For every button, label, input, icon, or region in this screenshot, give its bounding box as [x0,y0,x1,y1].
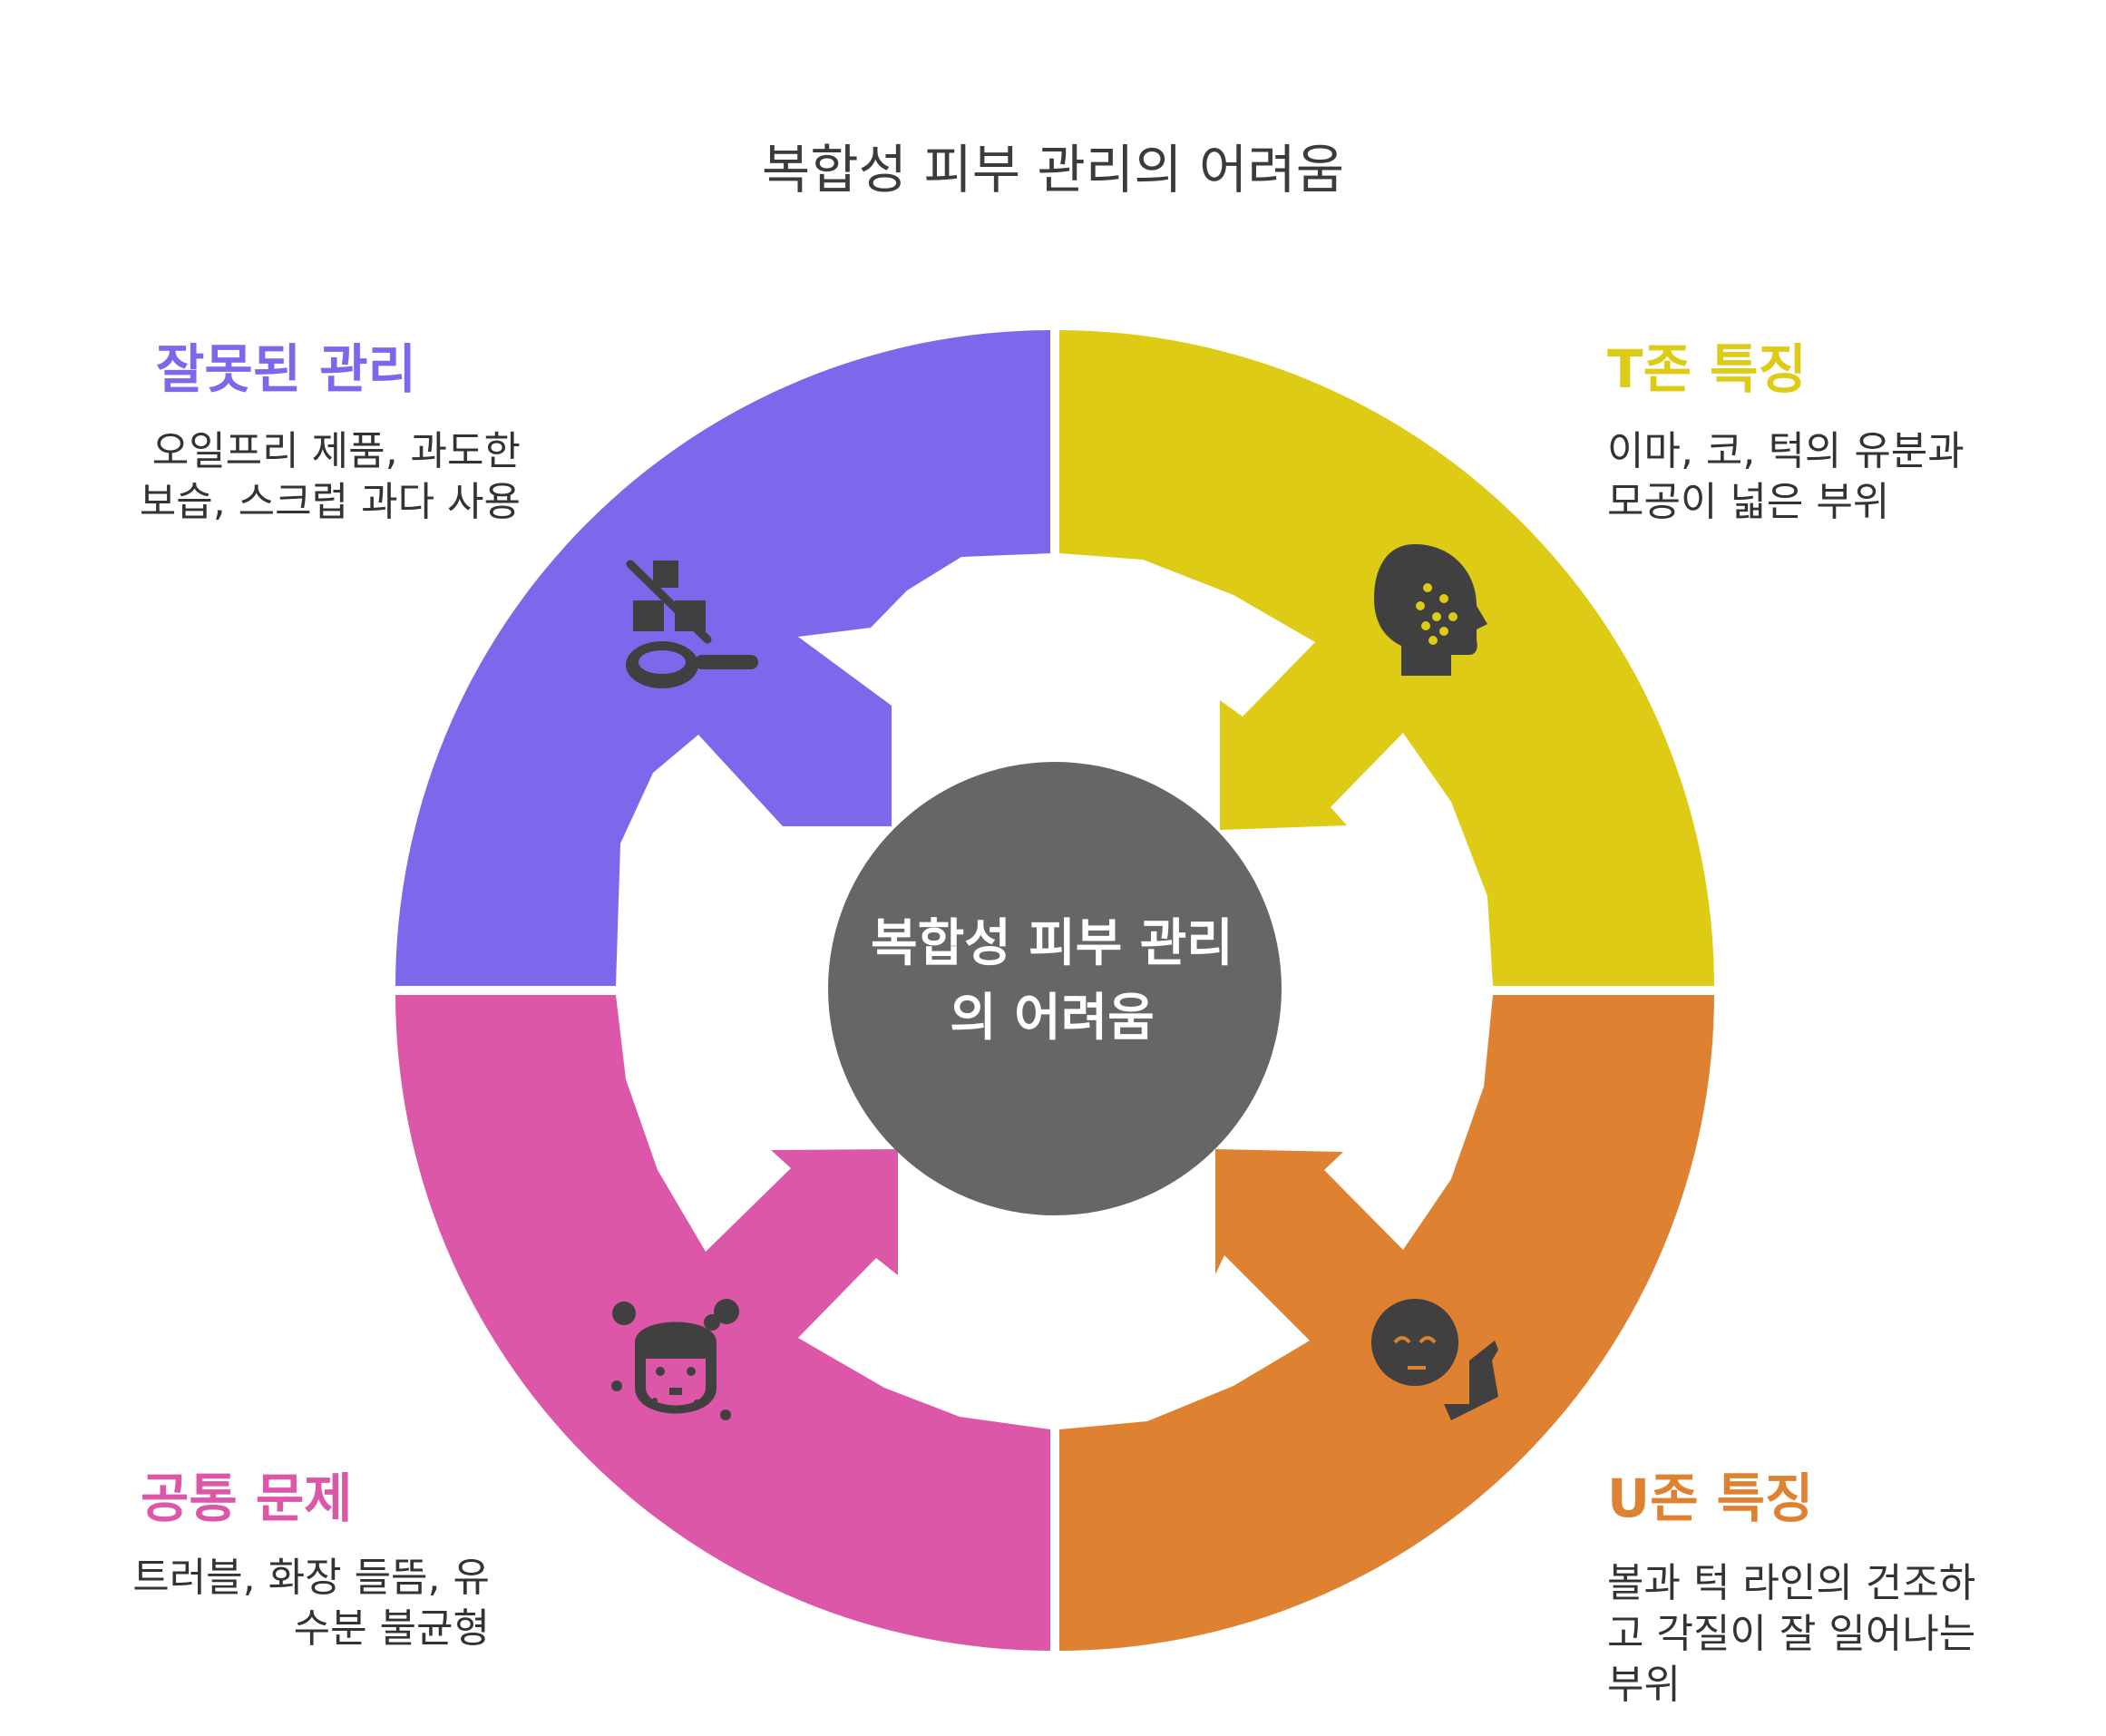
desc-line: 모공이 넓은 부위 [1607,479,1890,525]
no-cream-scoop-icon [626,560,758,688]
section-desc-common-problem: 트러블, 화장 들뜸, 유 수분 불균형 [91,1553,490,1654]
desc-line: 보습, 스크럽 과다 사용 [139,479,521,525]
center-label-line2: 의 어려움 [950,989,1155,1048]
quadrant-top-right [1059,330,1714,986]
section-title-u-zone: U존 특징 [1607,1468,1814,1529]
desc-line: 부위 [1607,1662,1681,1708]
desc-line: 오일프리 제품, 과도한 [151,428,521,474]
acne-face-icon [611,1299,739,1420]
oily-face-profile-icon [1374,544,1487,676]
section-title-common-problem: 공통 문제 [141,1468,353,1529]
center-label-line1: 복합성 피부 관리 [871,914,1233,973]
desc-line: 볼과 턱 라인의 건조하 [1607,1560,1976,1606]
section-title-wrong-care: 잘못된 관리 [156,338,416,400]
section-title-t-zone: T존 특징 [1607,338,1807,400]
section-desc-t-zone: 이마, 코, 턱의 유분과 모공이 넓은 부위 [1607,426,1965,528]
page-title: 복합성 피부 관리의 어려움 [761,139,1345,200]
desc-line: 수분 불균형 [293,1605,490,1652]
section-desc-u-zone: 볼과 턱 라인의 건조하 고 각질이 잘 일어나는 부위 [1607,1558,1975,1711]
section-desc-wrong-care: 오일프리 제품, 과도한 보습, 스크럽 과다 사용 [109,426,521,528]
center-circle [828,762,1282,1215]
desc-line: 고 각질이 잘 일어나는 [1607,1611,1976,1657]
center-label: 복합성 피부 관리 의 어려움 [816,907,1288,1056]
dry-skin-face-icon [1371,1299,1498,1420]
desc-line: 트러블, 화장 들뜸, 유 [132,1555,490,1601]
desc-line: 이마, 코, 턱의 유분과 [1607,428,1965,474]
